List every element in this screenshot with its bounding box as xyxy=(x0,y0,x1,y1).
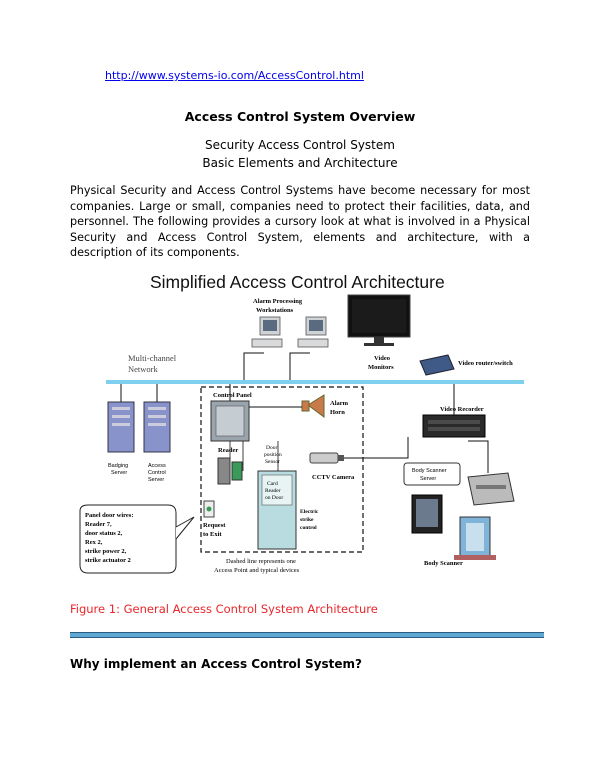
label-alarm-horn-1: Alarm xyxy=(330,400,349,407)
dashed-note-1: Dashed line represents one xyxy=(226,558,296,565)
label-request-exit-2: to Exit xyxy=(203,531,222,538)
label-body-scanner-server-1: Body Scanner xyxy=(412,468,447,474)
label-network-2: Network xyxy=(128,364,158,374)
body-scanner-server-icon xyxy=(467,472,515,506)
network-line xyxy=(106,380,524,384)
label-door-2: Reader xyxy=(265,488,281,494)
label-alarm-ws-2: Workstations xyxy=(256,307,294,314)
section-heading: Why implement an Access Control System? xyxy=(70,657,363,671)
acs-server-icon xyxy=(143,401,171,453)
label-strike-2: strike xyxy=(300,517,314,523)
label-acs-server-1: Access xyxy=(148,463,166,469)
video-router-icon xyxy=(419,354,455,376)
label-cctv: CCTV Camera xyxy=(312,474,355,481)
label-network-1: Multi-channel xyxy=(128,353,177,363)
label-door-sensor-1: Door xyxy=(266,445,277,451)
label-body-scanner-server-2: Server xyxy=(420,476,436,482)
label-video-recorder: Video Recorder xyxy=(440,406,484,413)
label-control-panel: Control Panel xyxy=(213,392,252,399)
subtitle-line-2: Basic Elements and Architecture xyxy=(202,156,398,170)
source-url-link[interactable]: http://www.systems-io.com/AccessControl.… xyxy=(105,69,364,82)
subtitle-line-1: Security Access Control System xyxy=(205,138,395,152)
label-video-monitors-1: Video xyxy=(374,355,390,362)
request-to-exit-icon xyxy=(203,500,215,518)
body-scanner-monitor-icon xyxy=(411,494,443,534)
bubble-line-5: strike power 2, xyxy=(85,548,127,555)
label-video-monitors-2: Monitors xyxy=(368,364,394,371)
section-divider xyxy=(70,632,544,638)
label-strike-3: control xyxy=(300,525,317,531)
label-alarm-ws-1: Alarm Processing xyxy=(253,298,303,305)
dashed-note-2: Access Point and typical devices xyxy=(214,567,300,574)
alarm-horn-icon xyxy=(301,394,325,418)
label-acs-server-2: Control xyxy=(148,470,166,476)
architecture-figure: Simplified Access Control Architecture M… xyxy=(68,265,530,583)
body-scanner-server-callout xyxy=(403,462,461,486)
bubble-line-3: door status 2, xyxy=(85,530,123,537)
label-reader: Reader xyxy=(218,447,238,454)
label-strike-1: Electric xyxy=(300,509,319,515)
access-point-region xyxy=(200,386,364,553)
card-reader-icon xyxy=(217,457,243,485)
label-badging-server-1: Badging xyxy=(108,463,128,469)
figure-heading: Simplified Access Control Architecture xyxy=(150,272,445,292)
video-monitor-icon xyxy=(347,294,411,346)
label-door-1: Card xyxy=(267,481,278,487)
bubble-line-2: Reader 7, xyxy=(85,521,112,528)
cctv-camera-icon xyxy=(309,452,344,464)
badging-server-icon xyxy=(107,401,135,453)
label-acs-server-3: Server xyxy=(148,477,164,483)
bubble-line-6: strike actuator 2 xyxy=(85,557,131,564)
label-door-sensor-3: Sensor xyxy=(265,459,280,465)
label-badging-server-2: Server xyxy=(111,470,127,476)
architecture-diagram: Simplified Access Control Architecture M… xyxy=(79,272,524,574)
page-title: Access Control System Overview xyxy=(184,109,416,124)
body-scanner-icon xyxy=(454,516,496,560)
label-body-scanner: Body Scanner xyxy=(424,560,463,567)
panel-wires-callout xyxy=(79,504,195,574)
control-panel-icon xyxy=(210,400,250,442)
bubble-line-1: Panel door wires: xyxy=(85,512,134,519)
label-alarm-horn-2: Horn xyxy=(330,409,345,416)
intro-paragraph: Physical Security and Access Control Sys… xyxy=(70,184,530,259)
label-request-exit-1: Request xyxy=(203,522,226,529)
label-door-3: on Door xyxy=(265,495,283,501)
workstation-icon xyxy=(251,316,283,348)
video-recorder-icon xyxy=(422,414,486,438)
figure-caption: Figure 1: General Access Control System … xyxy=(70,602,378,616)
workstation-icon xyxy=(297,316,329,348)
label-video-router: Video router/switch xyxy=(458,360,513,367)
label-door-sensor-2: position xyxy=(264,452,282,458)
door-icon xyxy=(257,470,297,550)
bubble-line-4: Rex 2, xyxy=(85,539,103,546)
